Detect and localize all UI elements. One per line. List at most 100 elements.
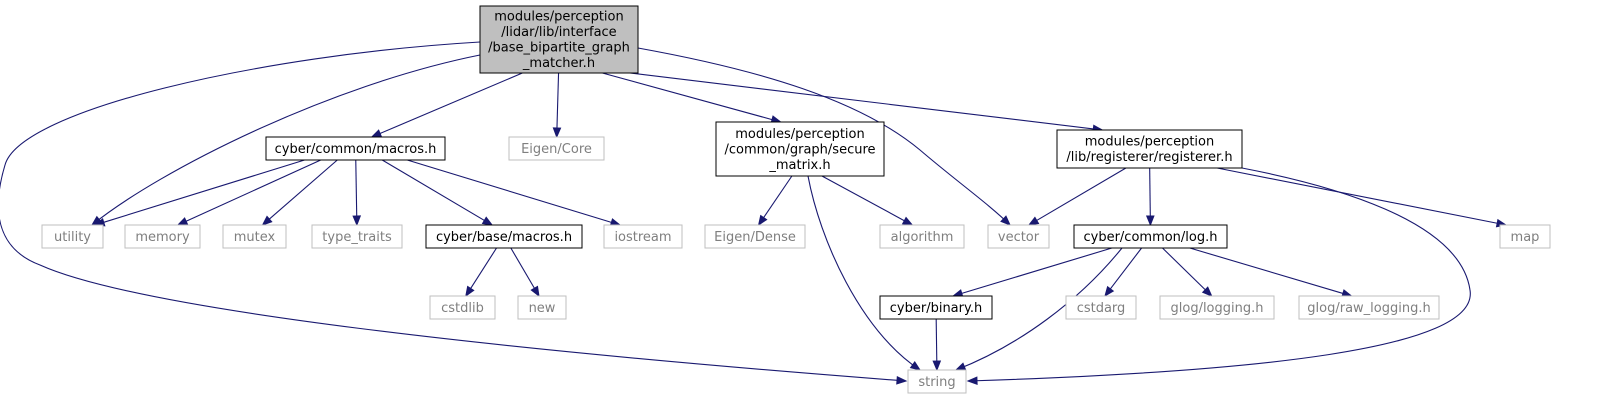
node-secure-matrix[interactable]: modules/perception/common/graph/secure_m… [715, 121, 885, 177]
node-box [124, 224, 201, 249]
node-label: string [918, 375, 955, 390]
node-box [1298, 295, 1440, 320]
arrowhead [530, 285, 540, 298]
node-box [715, 121, 885, 177]
arrowhead [481, 216, 494, 226]
edge-base_bipartite_graph_matcher-to-cyber_common_macros [370, 72, 523, 138]
edge-cyber_common_macros-to-mutex [261, 159, 338, 226]
node-cstdarg: cstdarg [1065, 295, 1137, 320]
node-label: _matcher.h [522, 56, 595, 71]
arrowhead [176, 217, 189, 226]
node-label: /base_bipartite_graph [488, 41, 630, 56]
edge-registerer-to-map [1216, 167, 1508, 228]
node-box [1056, 129, 1243, 169]
node-label: modules/perception [735, 127, 864, 142]
edge-cyber_common_log-to-cyber_binary [951, 247, 1113, 298]
node-label: cstdlib [441, 301, 484, 316]
edge-cyber_common_log-to-cstdarg [1104, 247, 1143, 298]
arrowhead [909, 360, 922, 371]
node-box [41, 224, 104, 249]
node-cyber-base-macros[interactable]: cyber/base/macros.h [425, 224, 583, 249]
node-new: new [517, 295, 567, 320]
edge-cyber_base_macros-to-cstdlib [465, 247, 497, 298]
node-box [429, 295, 496, 320]
node-box [879, 224, 965, 249]
arrowhead [901, 216, 914, 226]
node-memory: memory [124, 224, 201, 249]
arrowhead [261, 215, 273, 226]
node-glog-raw-logging: glog/raw_logging.h [1298, 295, 1440, 320]
node-box [1159, 295, 1275, 320]
node-label: /lib/registerer/registerer.h [1066, 150, 1232, 165]
edge-cyber_base_macros-to-new [510, 247, 540, 298]
node-box [987, 224, 1050, 249]
node-box [517, 295, 567, 320]
node-registerer[interactable]: modules/perception/lib/registerer/regist… [1056, 129, 1243, 169]
node-label: algorithm [891, 230, 954, 245]
node-label: /lidar/lib/interface [501, 25, 616, 40]
node-cyber-binary[interactable]: cyber/binary.h [879, 295, 993, 320]
node-label: mutex [234, 230, 276, 245]
node-box [311, 224, 403, 249]
node-iostream: iostream [603, 224, 683, 249]
edge-registerer-to-vector [1027, 167, 1127, 226]
node-label: cyber/common/macros.h [275, 142, 437, 157]
edge-cyber_common_macros-to-type_traits [352, 159, 362, 227]
node-box [1499, 224, 1551, 249]
node-label: cyber/common/log.h [1083, 230, 1217, 245]
node-cyber-common-log[interactable]: cyber/common/log.h [1073, 224, 1228, 249]
edge-base_bipartite_graph_matcher-to-eigen_core [552, 72, 562, 139]
node-label: map [1511, 230, 1540, 245]
node-label: cyber/binary.h [890, 301, 982, 316]
node-box [879, 295, 993, 320]
arrowhead [552, 127, 562, 139]
node-label: glog/raw_logging.h [1307, 301, 1430, 316]
node-label: iostream [614, 230, 671, 245]
node-eigen-core: Eigen/Core [508, 136, 605, 161]
node-box [425, 224, 583, 249]
node-label: glog/logging.h [1171, 301, 1264, 316]
node-label: new [529, 301, 556, 316]
node-box [479, 5, 639, 74]
node-mutex: mutex [222, 224, 287, 249]
node-cyber-common-macros[interactable]: cyber/common/macros.h [265, 136, 446, 161]
node-type-traits: type_traits [311, 224, 403, 249]
edge-cyber_common_macros-to-cyber_base_macros [381, 159, 494, 226]
arrowhead [932, 360, 942, 372]
node-base-bipartite-graph-matcher: modules/perception/lidar/lib/interface/b… [479, 5, 639, 74]
edge-secure_matrix-to-string [807, 175, 922, 371]
node-box [1065, 295, 1137, 320]
node-label: Eigen/Core [521, 142, 592, 157]
node-box [222, 224, 287, 249]
node-box [265, 136, 446, 161]
edge-cyber_common_log-to-glog_logging [1162, 247, 1213, 297]
edge-cyber_common_macros-to-iostream [407, 159, 622, 227]
node-label: modules/perception [494, 10, 623, 25]
node-box [907, 369, 967, 394]
node-box [704, 224, 806, 249]
node-algorithm: algorithm [879, 224, 965, 249]
arrowhead [465, 285, 475, 298]
edge-cyber_common_log-to-glog_raw_logging [1189, 247, 1353, 298]
edge-base_bipartite_graph_matcher-to-vector [637, 47, 1011, 226]
node-box [1073, 224, 1228, 249]
arrowhead [954, 362, 967, 371]
arrowhead [370, 129, 383, 138]
node-label: _matrix.h [768, 158, 830, 173]
node-label: /common/graph/secure [724, 142, 875, 157]
arrowhead [1000, 215, 1011, 226]
node-map: map [1499, 224, 1551, 249]
node-label: Eigen/Dense [714, 230, 796, 245]
nodes-layer: modules/perception/lidar/lib/interface/b… [41, 5, 1551, 394]
node-label: cstdarg [1077, 301, 1126, 316]
edge-base_bipartite_graph_matcher-to-string [0, 41, 908, 385]
node-label: type_traits [322, 230, 392, 245]
node-string: string [907, 369, 967, 394]
node-label: cyber/base/macros.h [436, 230, 572, 245]
node-label: modules/perception [1085, 135, 1214, 150]
node-label: memory [135, 230, 190, 245]
node-cstdlib: cstdlib [429, 295, 496, 320]
node-box [508, 136, 605, 161]
edge-secure_matrix-to-algorithm [821, 175, 914, 226]
